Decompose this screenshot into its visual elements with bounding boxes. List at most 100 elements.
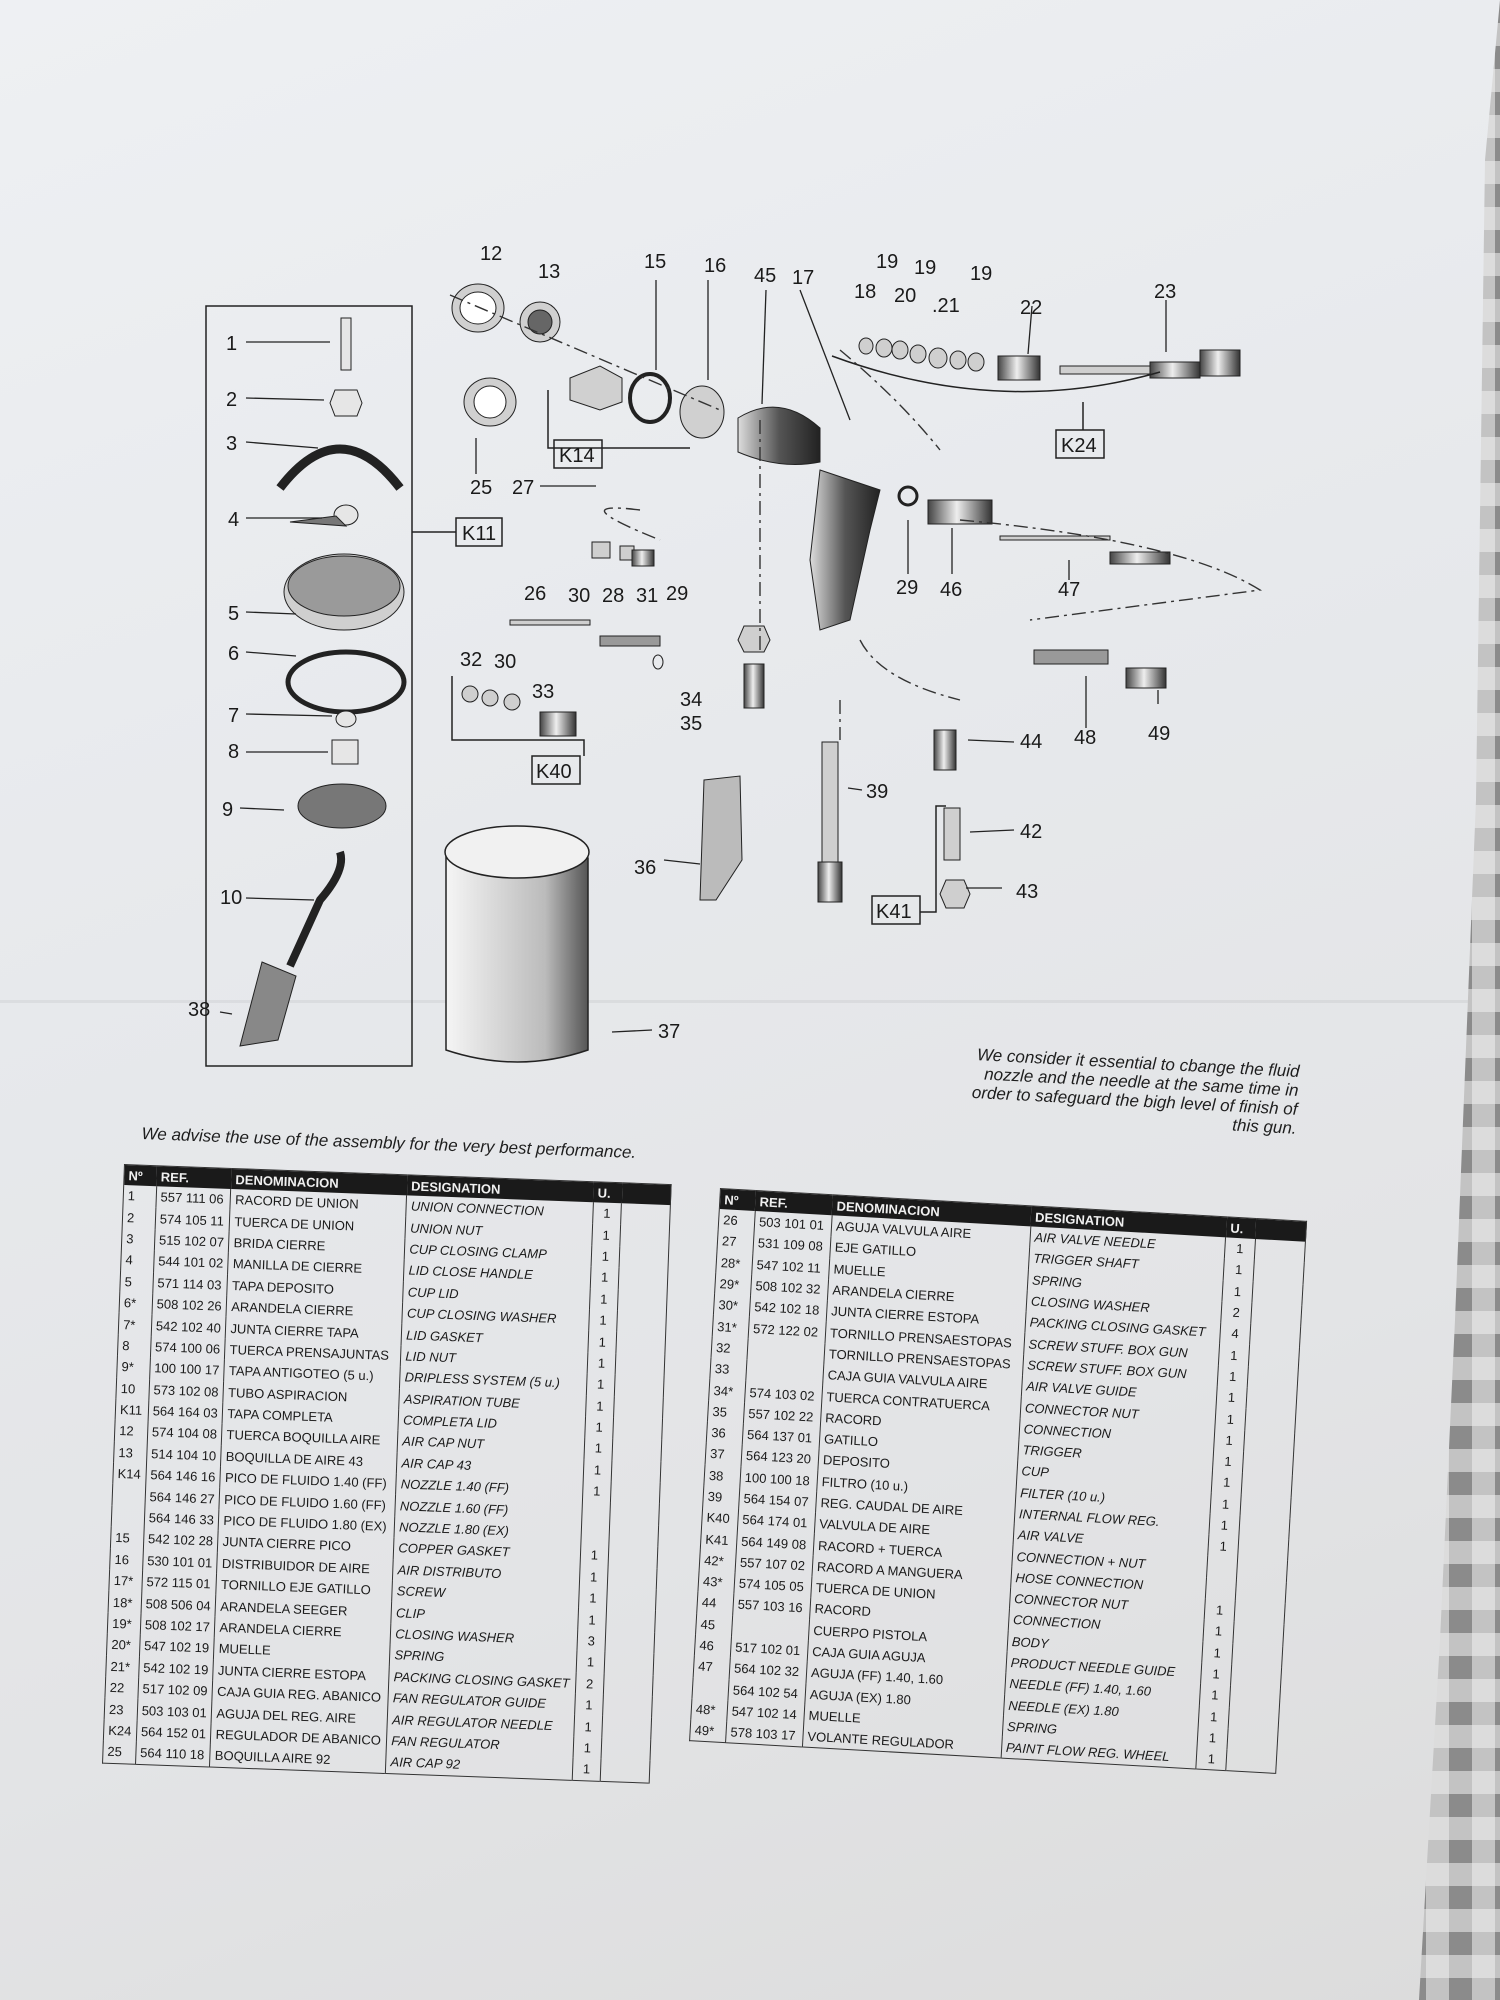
cell-u: 1: [590, 1266, 620, 1289]
callout-20: 20: [894, 285, 916, 307]
cell-no: K24: [103, 1719, 137, 1742]
callout-19c: 19: [970, 263, 992, 285]
callout-37: 37: [658, 1021, 680, 1043]
cell-no: K40: [701, 1506, 739, 1530]
cell-no: 19*: [107, 1612, 141, 1636]
cell-u: 1: [1209, 1513, 1240, 1537]
cell-no: 21*: [105, 1655, 140, 1678]
cell-blank: [1237, 1536, 1289, 1561]
cell-ref: 508 102 17: [140, 1613, 216, 1638]
cell-blank: [1238, 1515, 1290, 1540]
callout-26: 26: [524, 583, 546, 605]
cell-no: 8: [117, 1334, 151, 1358]
cell-no: 43*: [697, 1570, 735, 1594]
cell-u: 1: [583, 1437, 613, 1460]
callout-3: 3: [226, 433, 237, 455]
cell-u: 4: [1219, 1322, 1251, 1346]
cell-no: 15: [110, 1527, 144, 1550]
cell-u: [1206, 1556, 1238, 1580]
cell-blank: [1232, 1621, 1285, 1646]
cell-ref: 564 146 16: [145, 1464, 221, 1489]
cell-u: 1: [585, 1394, 615, 1418]
callout-32: 32: [460, 649, 482, 671]
callout-48: 48: [1074, 727, 1096, 749]
cell-blank: [614, 1374, 665, 1398]
lid-parts: [239, 317, 407, 1047]
callout-35: 35: [680, 713, 702, 735]
callout-39: 39: [866, 781, 888, 803]
cell-u: 1: [1200, 1662, 1232, 1686]
cell-blank: [1228, 1685, 1281, 1710]
cell-no: 7*: [118, 1313, 152, 1336]
cell-no: 47: [693, 1655, 731, 1679]
callout-30a: 30: [568, 585, 590, 607]
callout-49: 49: [1148, 723, 1170, 745]
cell-no: 48*: [690, 1698, 728, 1722]
callout-2: 2: [226, 389, 237, 411]
cell-ref: 564 164 03: [147, 1399, 224, 1425]
cell-blank: [603, 1673, 654, 1697]
cell-no: 1: [122, 1185, 157, 1208]
cell-ref: 564 146 27: [144, 1485, 221, 1510]
callout-31: 31: [636, 585, 658, 607]
callout-30b: 30: [494, 651, 516, 673]
cell-blank: [602, 1694, 653, 1719]
k11-group-box: [205, 305, 413, 1067]
cell-blank: [608, 1523, 659, 1548]
cell-blank: [1253, 1238, 1306, 1264]
cell-no: 23: [104, 1698, 138, 1721]
cell-no: 46: [694, 1634, 732, 1658]
callout-38: 38: [188, 999, 210, 1021]
callout-21: .21: [932, 295, 960, 317]
cell-blank: [604, 1630, 655, 1654]
cell-ref: 573 102 08: [148, 1378, 225, 1403]
cell-blank: [605, 1609, 656, 1633]
cell-blank: [1226, 1728, 1279, 1753]
callout-1: 1: [226, 333, 237, 355]
cell-no: [111, 1484, 146, 1507]
cell-u: 3: [576, 1629, 606, 1653]
cell-u: 1: [1217, 1364, 1248, 1388]
callout-33: 33: [532, 681, 554, 703]
cell-no: 10: [115, 1377, 150, 1400]
cell-no: 25: [102, 1740, 137, 1764]
cell-u: 1: [572, 1758, 602, 1781]
cell-u: 1: [1202, 1641, 1233, 1665]
callout-4: 4: [228, 509, 239, 531]
cell-ref: 530 101 01: [142, 1549, 218, 1574]
cell-no: 3: [121, 1227, 155, 1251]
cell-u: 1: [1218, 1343, 1250, 1367]
cell-u: 1: [587, 1330, 617, 1353]
cell-no: 13: [113, 1441, 148, 1465]
cell-ref: 574 104 08: [147, 1421, 223, 1446]
cell-u: 1: [1215, 1407, 1246, 1431]
cell-u: 1: [573, 1715, 603, 1738]
cell-no: 44: [696, 1591, 734, 1616]
cell-ref: 544 101 02: [153, 1250, 229, 1275]
cell-blank: [1239, 1494, 1292, 1519]
cell-ref: 515 102 07: [154, 1228, 230, 1254]
callout-6: 6: [228, 643, 239, 665]
cell-blank: [620, 1203, 671, 1227]
callout-45: 45: [754, 265, 776, 287]
col-no: Nº: [123, 1164, 158, 1187]
cell-no: K14: [112, 1462, 147, 1486]
cell-blank: [600, 1759, 650, 1783]
cell-blank: [1245, 1387, 1298, 1412]
cell-no: 16: [109, 1548, 144, 1571]
cell-u: 1: [588, 1309, 618, 1332]
cell-blank: [1235, 1557, 1288, 1582]
cell-blank: [1240, 1472, 1293, 1497]
cell-u: 1: [579, 1544, 609, 1567]
callout-numbers: 1 2 3 4 5 6 7 8 9 10 38 12 13 15 16 45 1…: [188, 243, 1176, 1043]
cell-blank: [610, 1481, 661, 1505]
cell-blank: [616, 1310, 667, 1334]
callout-29a: 29: [666, 583, 688, 605]
cell-u: 1: [590, 1244, 620, 1268]
cell-no: 45: [695, 1613, 733, 1637]
cell-blank: [1230, 1664, 1282, 1689]
cell-u: 1: [1208, 1535, 1239, 1558]
callout-17: 17: [792, 267, 814, 289]
